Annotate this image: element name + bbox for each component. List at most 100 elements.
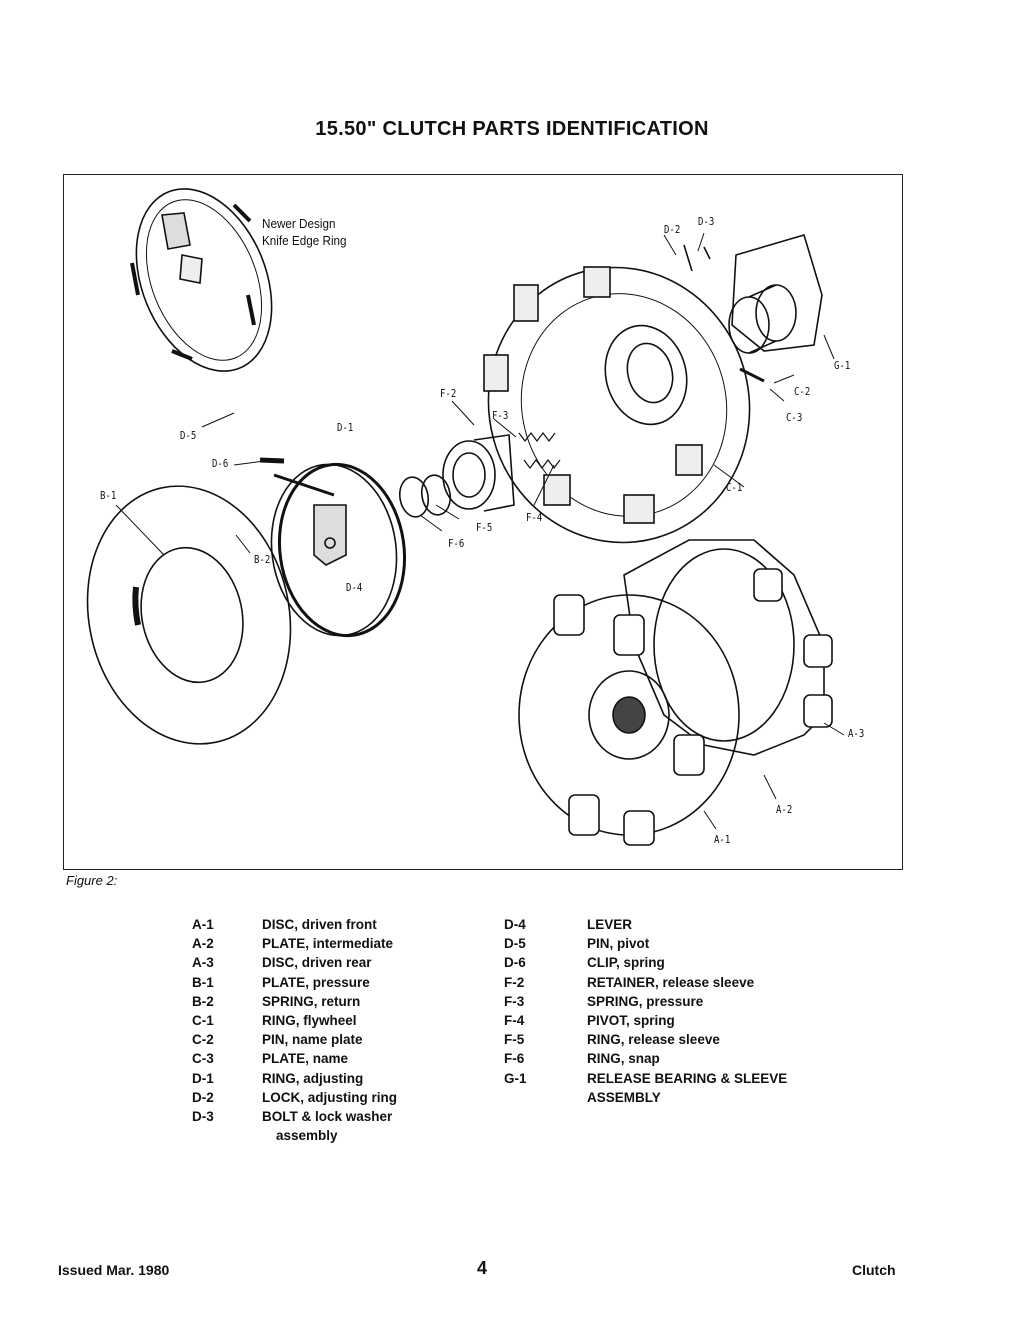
exploded-view-figure: Newer Design Knife Edge Ring D-2 D-3 G-1… [63, 174, 903, 870]
part-desc: BOLT & lock washer [262, 1109, 393, 1125]
part-code: D-2 [192, 1089, 214, 1105]
parts-row: D-2 LOCK, adjusting ring [170, 1088, 397, 1107]
part-desc: SPRING, pressure [587, 993, 704, 1009]
part-code: C-1 [192, 1013, 214, 1029]
parts-row: B-1 PLATE, pressure [170, 973, 397, 992]
callout-b-2: B-2 [254, 553, 271, 566]
parts-row: D-3 BOLT & lock washer [170, 1107, 397, 1126]
parts-row: F-4 PIVOT, spring [482, 1011, 787, 1030]
part-desc: PLATE, name [262, 1051, 349, 1067]
part-desc: assembly [276, 1128, 338, 1144]
note-line-1: Newer Design [262, 216, 336, 231]
note-line-2: Knife Edge Ring [262, 233, 347, 248]
part-code: D-4 [504, 917, 526, 932]
callout-a-2: A-2 [776, 803, 793, 816]
callout-b-1: B-1 [100, 489, 117, 502]
parts-row: D-1 RING, adjusting [170, 1069, 397, 1088]
adjusting-ring-drawing [259, 457, 407, 638]
part-desc: PLATE, pressure [262, 974, 370, 990]
driven-discs-drawing [518, 539, 833, 846]
part-code: A-3 [192, 955, 214, 971]
release-sleeve-retainer-drawing [442, 434, 515, 512]
part-code: C-2 [192, 1032, 214, 1048]
parts-row: C-2 PIN, name plate [170, 1030, 397, 1049]
callout-d-3: D-3 [698, 215, 715, 228]
part-code: F-4 [504, 1013, 525, 1029]
parts-row: ASSEMBLY [482, 1088, 787, 1107]
part-code: D-3 [192, 1109, 214, 1125]
callout-f-4: F-4 [526, 511, 543, 524]
part-desc: CLIP, spring [587, 955, 665, 971]
callout-c-2: C-2 [794, 385, 811, 398]
part-desc: RING, release sleeve [587, 1032, 720, 1048]
part-code: B-1 [192, 974, 214, 990]
pressure-plate-drawing [86, 485, 292, 745]
pressure-springs-drawing [518, 432, 561, 469]
parts-row: A-3 DISC, driven rear [170, 953, 397, 972]
part-desc: DISC, driven rear [262, 955, 372, 971]
parts-row: D-5 PIN, pivot [482, 934, 787, 953]
part-code [482, 1088, 587, 1107]
part-desc: RING, flywheel [262, 1013, 357, 1029]
part-desc: RETAINER, release sleeve [587, 974, 755, 990]
clutch-exploded-drawing [86, 188, 845, 846]
page-title: 15.50" CLUTCH PARTS IDENTIFICATION [315, 118, 709, 140]
callout-d-1: D-1 [337, 421, 354, 434]
parts-row: A-2 PLATE, intermediate [170, 934, 397, 953]
part-code: D-5 [504, 936, 526, 952]
part-code [170, 1126, 262, 1145]
callout-c-3: C-3 [786, 411, 803, 424]
callout-c-1: C-1 [726, 481, 743, 494]
parts-row: C-3 PLATE, name [170, 1049, 397, 1068]
part-code: F-2 [504, 974, 525, 990]
callout-f-2: F-2 [440, 387, 457, 400]
part-desc: RING, adjusting [262, 1070, 364, 1086]
section-name: Clutch [852, 1262, 896, 1278]
callout-a-3: A-3 [848, 727, 865, 740]
parts-row: D-6 CLIP, spring [482, 953, 787, 972]
part-desc: PIN, name plate [262, 1032, 363, 1048]
part-desc: LEVER [587, 917, 633, 932]
part-desc: ASSEMBLY [587, 1089, 661, 1105]
release-bearing-drawing [683, 234, 823, 354]
part-desc: RING, snap [587, 1051, 660, 1067]
part-code: D-1 [192, 1070, 214, 1086]
flywheel-ring-drawing [483, 266, 751, 544]
part-desc: LOCK, adjusting ring [262, 1089, 397, 1105]
callout-d-6: D-6 [212, 457, 229, 470]
parts-row: F-3 SPRING, pressure [482, 992, 787, 1011]
part-desc: SPRING, return [262, 993, 361, 1009]
callout-g-1: G-1 [834, 359, 851, 372]
part-code: F-6 [504, 1051, 525, 1067]
callout-f-3: F-3 [492, 409, 509, 422]
part-code: C-3 [192, 1051, 214, 1067]
part-desc: PIN, pivot [587, 936, 650, 952]
part-desc: PIVOT, spring [587, 1013, 675, 1029]
parts-row: G-1 RELEASE BEARING & SLEEVE [482, 1069, 787, 1088]
parts-row: D-4 LEVER [482, 915, 787, 934]
part-desc: DISC, driven front [262, 917, 377, 932]
part-code: F-3 [504, 993, 525, 1009]
page-number: 4 [476, 1258, 487, 1278]
part-code: A-2 [192, 936, 214, 952]
parts-list-right: D-4 LEVER D-5 PIN, pivot D-6 CLIP, spring F… [482, 915, 787, 1107]
parts-row: assembly [170, 1126, 397, 1145]
part-code: G-1 [504, 1070, 527, 1086]
callout-f-6: F-6 [448, 537, 465, 550]
callout-d-4: D-4 [346, 581, 363, 594]
parts-row: F-2 RETAINER, release sleeve [482, 973, 787, 992]
part-desc: RELEASE BEARING & SLEEVE [587, 1070, 788, 1086]
newer-design-note: Newer Design Knife Edge Ring [262, 215, 347, 249]
callout-d-5: D-5 [180, 429, 197, 442]
knife-edge-ring-drawing [130, 188, 273, 372]
callout-a-1: A-1 [714, 833, 731, 846]
callout-d-2: D-2 [664, 223, 681, 236]
part-code: D-6 [504, 955, 526, 971]
issued-date: Issued Mar. 1980 [58, 1262, 170, 1278]
part-desc: PLATE, intermediate [262, 936, 394, 952]
parts-row: F-6 RING, snap [482, 1049, 787, 1068]
callout-f-5: F-5 [476, 521, 493, 534]
